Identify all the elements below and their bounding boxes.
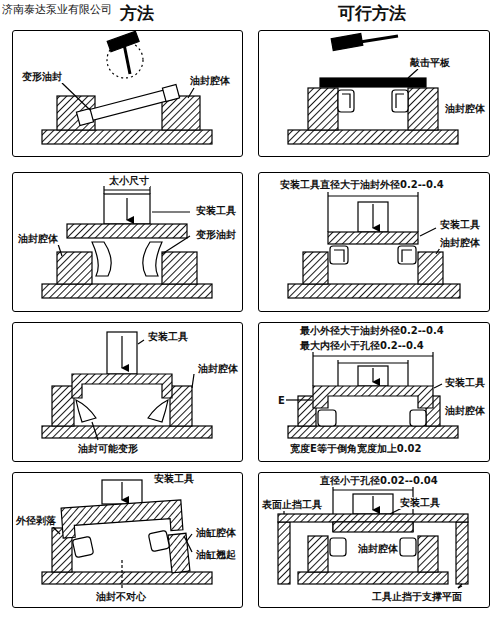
method-panel: 安装工具直径大于油封外径0.2--0.4 安装工具油封腔体	[258, 172, 490, 312]
method-panel: 安装工具外径剥落油缸腔体油缸翘起油封不对心	[12, 472, 243, 608]
right-large-tool	[288, 192, 460, 298]
wrong-small-tool	[42, 186, 212, 298]
part-label: 最大内径小于孔径0.2--0.4	[299, 340, 425, 352]
method-panel: 敲击平板油封腔体	[258, 30, 490, 157]
part-label: 安装工具	[195, 205, 237, 217]
wrong-cup-tool	[42, 332, 212, 440]
part-label: 安装工具	[153, 473, 195, 485]
part-label: 油封腔体	[439, 237, 481, 249]
part-label: 安装工具	[399, 497, 441, 509]
part-label: 安装工具	[147, 331, 189, 343]
column-heading: 方法	[120, 2, 154, 25]
part-label: 油封腔体	[444, 103, 486, 115]
part-label: 油封不对心	[95, 591, 147, 603]
part-label: 最小外径大于油封外径0.2--0.4	[299, 325, 445, 337]
method-panel: 安装工具油封腔体油封可能变形	[12, 322, 243, 462]
column-heading: 可行方法	[338, 2, 406, 25]
part-label: 变形油封	[195, 229, 237, 241]
part-label: 油封腔体	[197, 363, 239, 375]
part-label: 油封可能变形	[77, 443, 139, 455]
right-hammer	[288, 33, 458, 144]
part-label: 变形油封	[21, 71, 63, 83]
right-cup-tool	[286, 352, 458, 438]
part-label: 敲击平板	[409, 57, 451, 69]
wrong-misaligned	[42, 480, 212, 588]
method-panel: 变形油封 油封腔体	[12, 30, 243, 157]
part-label: 安装工具直径大于油封外径0.2--0.4	[279, 179, 445, 191]
part-label: E	[277, 395, 286, 407]
part-label: 油缸翘起	[195, 549, 237, 561]
part-label: 油封腔体	[189, 75, 231, 87]
part-label: 宽度E等于倒角宽度加上0.02	[289, 443, 423, 455]
part-label: 直径小于孔径0.02--0.04	[319, 475, 439, 487]
method-panel: 直径小于孔径0.02--0.04 表面止挡工具 安装工具油封腔体工具止挡于支撑平面	[258, 472, 490, 608]
method-panel: 最小外径大于油封外径0.2--0.4 最大内径小于孔径0.2--0.4E 安装工具油…	[258, 322, 490, 462]
part-label: 安装工具	[444, 377, 486, 389]
part-label: 工具止挡于支撑平面	[371, 591, 463, 603]
watermark: 济南泰达泵业有限公司	[2, 2, 112, 17]
wrong-hammer	[42, 31, 212, 144]
part-label: 表面止挡工具	[261, 499, 323, 511]
method-panel: 太小尺寸安装工具油封腔体 变形油封	[12, 172, 243, 312]
part-label: 太小尺寸	[108, 175, 150, 187]
part-label: 油封腔体	[444, 405, 486, 417]
part-label: 油缸腔体	[195, 527, 237, 539]
part-label: 外径剥落	[15, 515, 57, 527]
part-label: 油封腔体	[17, 233, 59, 245]
part-label: 油封腔体	[357, 543, 399, 555]
part-label: 安装工具	[439, 219, 481, 231]
